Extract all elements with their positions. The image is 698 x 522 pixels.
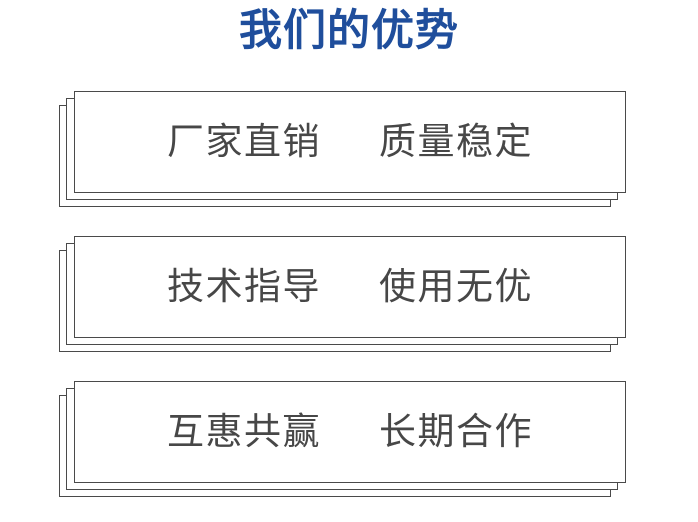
advantage-card-2[interactable]: 技术指导 使用无优 <box>59 236 639 360</box>
card-right-phrase: 使用无优 <box>379 265 533 308</box>
advantage-card-1[interactable]: 厂家直销 质量稳定 <box>59 91 639 215</box>
page-title: 我们的优势 <box>239 6 459 56</box>
card-right-phrase: 质量稳定 <box>379 120 533 163</box>
card-left-phrase: 技术指导 <box>167 265 321 308</box>
card-right-phrase: 长期合作 <box>379 410 533 453</box>
card-front-panel[interactable]: 厂家直销 质量稳定 <box>74 91 626 193</box>
card-text-row: 互惠共赢 长期合作 <box>167 410 533 454</box>
advantage-card-3[interactable]: 互惠共赢 长期合作 <box>59 381 639 505</box>
card-left-phrase: 厂家直销 <box>167 120 321 163</box>
card-text-row: 厂家直销 质量稳定 <box>167 120 533 164</box>
card-left-phrase: 互惠共赢 <box>167 410 321 453</box>
card-text-row: 技术指导 使用无优 <box>167 265 533 309</box>
card-front-panel[interactable]: 互惠共赢 长期合作 <box>74 381 626 483</box>
card-front-panel[interactable]: 技术指导 使用无优 <box>74 236 626 338</box>
